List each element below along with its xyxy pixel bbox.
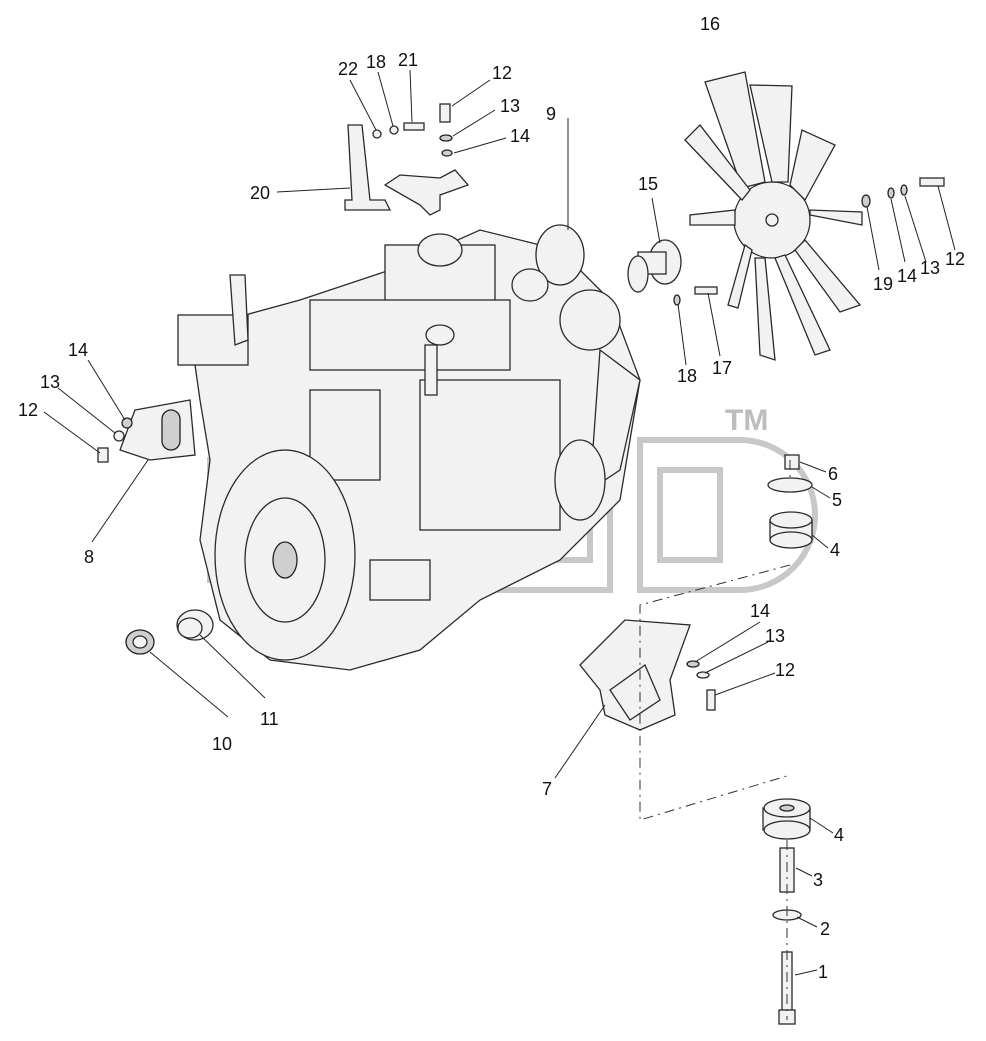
callout-11: 11 (260, 709, 279, 729)
callout-14-fan: 14 (897, 266, 917, 286)
drive-belt (589, 348, 641, 492)
oil-filler-neck (424, 344, 438, 396)
part-6-nut (784, 454, 800, 470)
part-20-bracket (344, 124, 470, 216)
engine-block-side (419, 379, 561, 531)
hardware-14-13-12-right (686, 660, 716, 711)
callout-9: 9 (546, 104, 556, 124)
callout-7: 7 (542, 779, 552, 799)
engine-assembly (177, 224, 641, 671)
hardware-22-18-21 (372, 122, 425, 139)
callout-10: 10 (212, 734, 232, 754)
callout-4-upper: 4 (830, 540, 840, 560)
hardware-14-13-12-left (97, 417, 133, 463)
part-5-washer (767, 477, 813, 493)
water-pump-pulley (535, 224, 585, 286)
part-16-fan (684, 71, 863, 361)
callout-12-fan: 12 (945, 249, 965, 269)
leader-lines (43, 69, 956, 976)
part-4-cushion-upper (769, 511, 813, 549)
starter-motor (369, 559, 431, 601)
callout-13-fan: 13 (920, 258, 940, 278)
callout-13-top: 13 (500, 96, 520, 116)
assembly-guide-lines (639, 460, 791, 1020)
part-11-bushing (176, 609, 214, 641)
callout-14-left: 14 (68, 340, 88, 360)
fuel-filter-cap (417, 233, 463, 267)
callout-12-top: 12 (492, 63, 512, 83)
callout-19: 19 (873, 274, 893, 294)
callout-13-right: 13 (765, 626, 785, 646)
callout-12-right: 12 (775, 660, 795, 680)
pulley-hub (511, 268, 549, 302)
callout-14-right: 14 (750, 601, 770, 621)
hardware-17-18 (673, 286, 718, 306)
part-4-cushion-lower (762, 798, 811, 840)
callout-6: 6 (828, 464, 838, 484)
callout-5: 5 (832, 490, 842, 510)
intake-manifold (309, 299, 511, 371)
callout-20: 20 (250, 183, 270, 203)
trademark-mark: TM (725, 404, 768, 437)
callout-14-top: 14 (510, 126, 530, 146)
callout-18-fan: 18 (677, 366, 697, 386)
callout-3: 3 (813, 870, 823, 890)
part-15-spacer (627, 239, 682, 293)
hardware-19-14-13-12-fan (861, 177, 945, 208)
callout-8: 8 (84, 547, 94, 567)
callout-12-left: 12 (18, 400, 38, 420)
callout-15: 15 (638, 174, 658, 194)
callout-4-lower: 4 (834, 825, 844, 845)
callout-1: 1 (818, 962, 828, 982)
flywheel-center (272, 541, 298, 579)
part-7-bracket (579, 619, 691, 731)
callout-18-top: 18 (366, 52, 386, 72)
alternator (559, 289, 621, 351)
part-8-mount-plate (119, 399, 196, 461)
crank-pulley (554, 439, 606, 521)
callout-21: 21 (398, 50, 418, 70)
hardware-12-13-14-top (439, 103, 453, 157)
callout-16: 16 (700, 14, 720, 34)
part-10-bearing (125, 629, 155, 655)
callout-2: 2 (820, 919, 830, 939)
callout-labels: 1 2 3 4 4 5 6 7 8 9 10 11 12 13 14 12 13… (18, 14, 965, 982)
lifting-eye (229, 274, 249, 346)
callout-22: 22 (338, 59, 358, 79)
callout-13-left: 13 (40, 372, 60, 392)
oil-filler-cap (425, 324, 455, 346)
callout-17: 17 (712, 358, 732, 378)
